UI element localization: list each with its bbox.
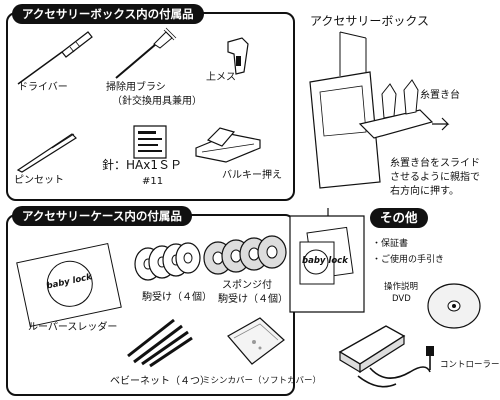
looper-threader-label: ルーパースレッダー <box>28 322 118 333</box>
cleaning-brush-sublabel: （針交換用具兼用） <box>112 96 202 107</box>
needle-pack-icon <box>130 122 170 162</box>
baby-lock-tag-logo: baby lock <box>302 256 348 266</box>
cleaning-brush-label: 掃除用ブラシ <box>106 82 166 93</box>
spool-stand-label: 糸置き台 <box>420 90 460 101</box>
upper-knife-label: 上メス <box>206 72 236 83</box>
bulky-foot-icon <box>190 118 266 168</box>
spool-holder-label: 駒受け（４個） <box>142 292 212 303</box>
warranty-label: ・保証書 <box>372 239 409 249</box>
spool-stand-note-3: 右方向に押す。 <box>390 186 459 197</box>
spool-stand-note-1: 糸置き台をスライド <box>390 158 480 169</box>
manual-package-icon <box>286 206 368 316</box>
accessory-box-heading: アクセサリーボックス内の付属品 <box>12 4 204 24</box>
controller-label: コントローラー <box>440 360 500 370</box>
spool-net-label: ベビーネット（４つ） <box>110 376 210 387</box>
dvd-label: 操作説明 <box>384 282 419 292</box>
serger-spool-stand-icon <box>300 32 470 192</box>
sponge-spool-holder-label: スポンジ付 <box>222 280 272 291</box>
spool-net-icon <box>122 310 194 370</box>
spool-holder-icon <box>132 236 202 286</box>
screwdriver-label: ドライバー <box>18 82 68 93</box>
tweezers-label: ピンセット <box>14 175 64 186</box>
needle-label: 針：HAx1ＳＰ <box>102 158 182 172</box>
bulky-foot-label: バルキー押え <box>222 170 282 181</box>
dvd-sublabel: DVD <box>392 294 411 304</box>
sponge-spool-holder-sublabel: 駒受け（４個） <box>218 294 288 305</box>
other-items-heading: その他 <box>370 208 428 228</box>
cleaning-brush-icon <box>108 26 178 86</box>
foot-controller-icon <box>330 312 434 396</box>
accessory-box-title: アクセサリーボックス <box>310 14 430 28</box>
accessory-case-heading: アクセサリーケース内の付属品 <box>12 206 192 226</box>
dust-cover-label: ミシンカバー（ソフトカバー） <box>202 376 322 386</box>
spool-stand-note-2: させるように親指で <box>390 172 480 183</box>
screwdriver-icon <box>10 22 100 92</box>
tweezers-icon <box>12 126 82 176</box>
needle-size-label: #11 <box>142 176 164 187</box>
sponge-spool-holder-icon <box>202 230 288 280</box>
manual-label: ・ご使用の手引き <box>372 255 445 265</box>
upper-knife-icon <box>222 32 262 82</box>
dust-cover-icon <box>220 312 290 372</box>
dvd-disc-icon <box>424 280 484 332</box>
